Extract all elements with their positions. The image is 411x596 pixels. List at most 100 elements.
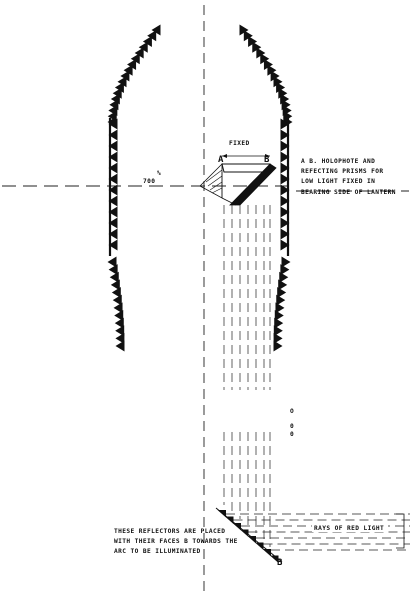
- prism-left-lower: [114, 309, 124, 321]
- prism-right-lower: [275, 302, 285, 314]
- prism-left-frame: [108, 239, 118, 251]
- prism-left-lower: [113, 302, 123, 314]
- prism-left-lower: [110, 279, 120, 291]
- prism-left-frame: [108, 151, 118, 163]
- prism-right-frame: [280, 140, 290, 152]
- prism-right-frame: [280, 129, 290, 141]
- prism-right-upper: [239, 24, 249, 36]
- prism-left-frame: [108, 140, 118, 152]
- prism-right-upper: [267, 64, 277, 76]
- rays-label-bg: [312, 522, 388, 532]
- prism-left-lower: [115, 325, 125, 337]
- prism-left-frame: [108, 217, 118, 229]
- prism-left-upper: [142, 36, 152, 47]
- reflector-line-2: WITH THEIR FACES B TOWARDS THE: [114, 538, 238, 545]
- reflectors-note: THESE REFLECTORS ARE PLACED WITH THEIR F…: [114, 528, 238, 555]
- reflector-face: [270, 555, 279, 563]
- prism-right-frame: [280, 173, 290, 185]
- arrow-right-head: [265, 154, 270, 158]
- note-line-4: BEARING SIDE OF LANTERN: [301, 189, 396, 196]
- prism-left-lower: [114, 317, 124, 329]
- note-line-1: A B. HOLOPHOTE AND: [301, 158, 375, 165]
- prism-left-frame: [108, 184, 118, 196]
- prism-right-lower: [281, 256, 291, 268]
- prism-left-frame: [108, 173, 118, 185]
- prism-left-upper: [134, 47, 144, 59]
- prism-left-lower: [111, 287, 121, 299]
- prism-right-frame: [280, 162, 290, 174]
- reflector-face: [255, 542, 264, 550]
- reflector-line-3: ARC TO BE ILLUMINATED: [114, 548, 201, 555]
- prism-left-frame: [108, 206, 118, 218]
- prism-right-lower: [279, 271, 289, 283]
- prism-left-frame: [108, 129, 118, 141]
- vertical-light-rays: [223, 205, 271, 547]
- label-point-b-lower: B: [277, 558, 283, 568]
- prism-right-upper: [256, 47, 266, 59]
- arrow-left-head: [222, 154, 227, 158]
- label-fixed: FIXED: [229, 140, 250, 147]
- prism-right-lower: [273, 325, 283, 337]
- label-rays: RAYS OF RED LIGHT: [314, 525, 384, 532]
- prism-left-upper: [127, 59, 137, 70]
- prism-left-lower: [115, 332, 125, 344]
- prism-right-frame: [280, 217, 290, 229]
- dimension-unit: %: [157, 170, 161, 177]
- label-mark-1: 0: [290, 423, 294, 430]
- prism-right-lower: [276, 294, 286, 306]
- prism-right-frame: [280, 195, 290, 207]
- prism-left-frame: [108, 118, 118, 130]
- prism-right-upper: [263, 59, 273, 70]
- reflector-face: [262, 548, 272, 557]
- prism-left-upper: [147, 30, 157, 42]
- reflector-face: [247, 535, 257, 544]
- prism-right-lower: [273, 340, 283, 352]
- right-prism-rings: [239, 24, 293, 352]
- prism-right-upper: [248, 36, 258, 47]
- holophote-note: A B. HOLOPHOTE AND REFECTING PRISMS FOR …: [301, 158, 396, 196]
- label-small-o: O: [290, 408, 294, 415]
- prism-left-upper: [123, 64, 133, 76]
- prism-left-upper: [151, 24, 161, 36]
- prism-right-frame: [280, 184, 290, 196]
- note-line-2: REFECTING PRISMS FOR: [301, 168, 384, 175]
- prism-right-upper: [260, 53, 270, 65]
- lower-reflector-prisms: [215, 507, 283, 563]
- prism-right-lower: [280, 264, 290, 276]
- prism-right-upper: [252, 41, 262, 53]
- prism-left-upper: [130, 53, 140, 65]
- prism-left-upper: [138, 41, 148, 53]
- prism-right-frame: [280, 228, 290, 240]
- prism-right-lower: [273, 332, 283, 344]
- prism-left-lower: [109, 271, 119, 283]
- prism-right-upper: [273, 76, 283, 88]
- left-prism-rings: [107, 24, 161, 352]
- prism-right-lower: [278, 279, 288, 291]
- reflector-face: [240, 529, 249, 537]
- prism-right-lower: [277, 287, 287, 299]
- prism-left-upper: [117, 76, 127, 88]
- prism-right-frame: [280, 206, 290, 218]
- prism-left-frame: [108, 195, 118, 207]
- reflector-face: [232, 522, 242, 531]
- prism-left-frame: [108, 228, 118, 240]
- prism-right-lower: [274, 309, 284, 321]
- label-point-b: B: [264, 155, 270, 165]
- prism-right-upper: [243, 30, 253, 42]
- prism-left-frame: [108, 162, 118, 174]
- prism-right-lower: [274, 317, 284, 329]
- prism-right-frame: [280, 239, 290, 251]
- prism-left-lower: [108, 264, 118, 276]
- holophote-prism-block: [199, 163, 277, 206]
- reflector-line-1: THESE REFLECTORS ARE PLACED: [114, 528, 225, 535]
- prism-right-upper: [270, 70, 280, 82]
- dimension-value: 700: [143, 178, 155, 185]
- prism-right-frame: [280, 118, 290, 130]
- prism-left-lower: [112, 294, 122, 306]
- rays-bracket: [396, 513, 405, 549]
- reflector-base-line: [215, 507, 283, 563]
- reflector-face: [225, 516, 234, 524]
- prism-left-upper: [120, 70, 130, 82]
